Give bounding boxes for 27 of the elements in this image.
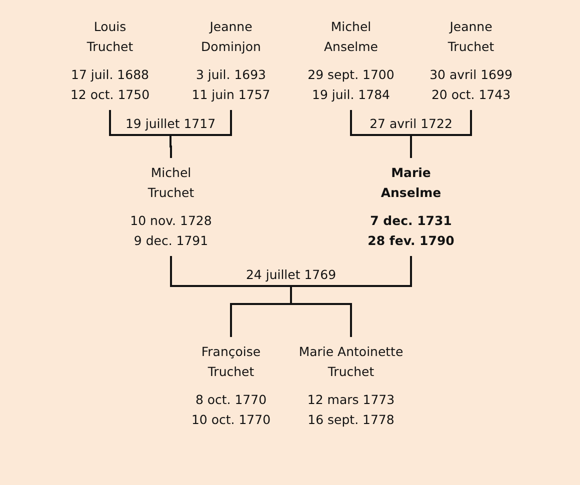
person-name: Michel Truchet bbox=[146, 164, 196, 202]
person-name: Jeanne Dominjon bbox=[200, 18, 262, 56]
death-date: 11 juin 1757 bbox=[192, 86, 270, 104]
death-date: 12 oct. 1750 bbox=[70, 86, 150, 104]
death-date: 10 oct. 1770 bbox=[191, 411, 271, 429]
death-date: 16 sept. 1778 bbox=[308, 411, 394, 429]
person-name: Marie Anselme bbox=[380, 164, 442, 202]
person-name: Françoise Truchet bbox=[200, 343, 262, 381]
person-name: Marie Antoinette Truchet bbox=[298, 343, 404, 381]
birth-date: 3 juil. 1693 bbox=[196, 66, 266, 84]
death-date: 20 oct. 1743 bbox=[431, 86, 511, 104]
person-name: Michel Anselme bbox=[322, 18, 380, 56]
birth-date: 8 oct. 1770 bbox=[195, 391, 267, 409]
death-date: 19 juil. 1784 bbox=[312, 86, 390, 104]
birth-date: 29 sept. 1700 bbox=[308, 66, 394, 84]
lineage-line bbox=[290, 256, 412, 337]
person-name: Jeanne Truchet bbox=[446, 18, 496, 56]
lineage-line bbox=[410, 110, 472, 158]
birth-date: 10 nov. 1728 bbox=[130, 212, 212, 230]
birth-date: 12 mars 1773 bbox=[307, 391, 395, 409]
birth-date: 7 dec. 1731 bbox=[370, 212, 452, 230]
lineage-line bbox=[170, 110, 232, 158]
birth-date: 30 avril 1699 bbox=[430, 66, 512, 84]
death-date: 9 dec. 1791 bbox=[134, 232, 208, 250]
birth-date: 17 juil. 1688 bbox=[71, 66, 149, 84]
person-name: Louis Truchet bbox=[86, 18, 134, 56]
death-date: 28 fev. 1790 bbox=[368, 232, 454, 250]
